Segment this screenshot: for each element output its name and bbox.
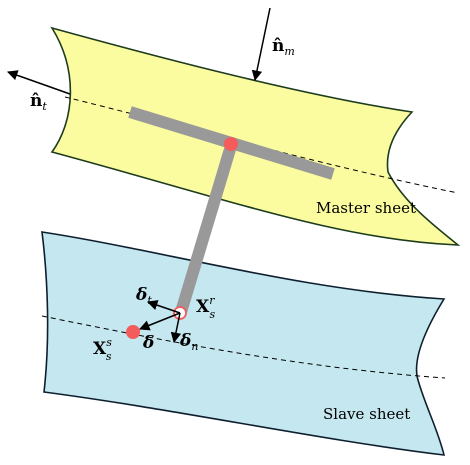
delta-arrow	[139, 312, 181, 331]
delta-t-label: δt	[135, 285, 152, 307]
rod	[175, 144, 237, 314]
master-normal-label: n̂m	[272, 36, 295, 58]
slave-sheet	[41, 231, 446, 456]
master-normal-arrow	[251, 7, 271, 82]
slave-point	[126, 325, 140, 339]
tangent-arrow	[7, 70, 71, 95]
delta-label: δ	[142, 333, 154, 353]
delta-n-arrow	[170, 312, 182, 344]
delta-t-arrow	[147, 300, 181, 314]
tangent-label: n̂t	[30, 91, 47, 113]
delta-n-label: δn	[179, 331, 198, 353]
master-sheet	[50, 26, 461, 246]
slave-midline	[41, 315, 446, 379]
master-sheet-label: Master sheet	[316, 199, 416, 217]
master-point	[224, 137, 238, 151]
slave-sheet-label: Slave sheet	[323, 405, 410, 423]
